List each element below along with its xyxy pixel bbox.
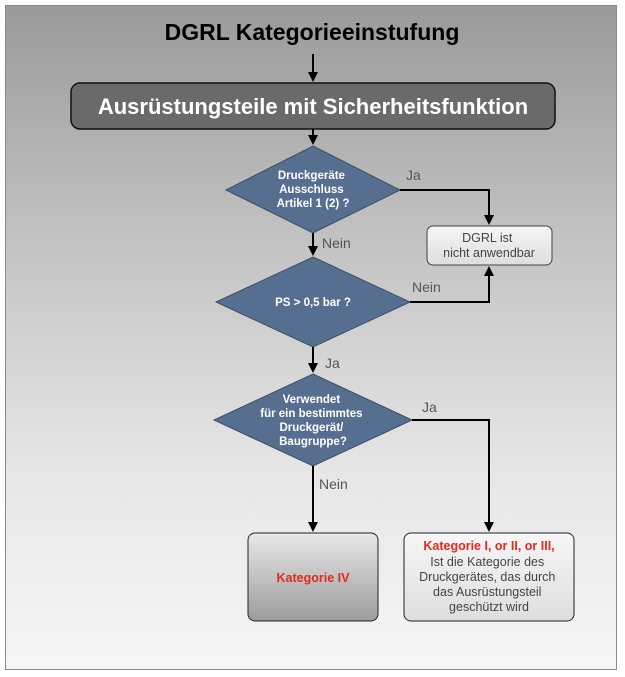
decision3-no-label: Nein	[319, 476, 348, 492]
result-category-lower-line: geschützt wird	[449, 600, 529, 614]
diagram-title: DGRL Kategorieeinstufung	[165, 19, 460, 45]
decision1-line: Ausschluss	[279, 184, 344, 196]
result-not-applicable-label: DGRL ist nicht anwendbar	[443, 231, 535, 260]
start-box-label: Ausrüstungsteile mit Sicherheitsfunktion	[98, 94, 528, 119]
result-category-lower-label: Ist die Kategorie des Druckgerätes, das …	[419, 555, 559, 614]
result-category-iv-box	[247, 532, 379, 622]
decision2-label: PS > 0,5 bar ?	[275, 297, 351, 309]
arrow-decision2-no	[410, 266, 494, 303]
decision3-line: Baugruppe?	[279, 436, 347, 448]
decision1-label: Druckgeräte Ausschluss Artikel 1 (2) ?	[277, 170, 350, 210]
decision1-line: Druckgeräte	[278, 170, 345, 182]
decision3-line: Druckgerät/	[279, 422, 344, 434]
arrow-decision1-yes	[400, 189, 494, 225]
result-category-lower-highlight: Kategorie I, or II, or III,	[423, 539, 554, 553]
result-not-applicable-line: DGRL ist	[462, 231, 513, 245]
decision3-line: für ein bestimmtes	[260, 408, 362, 420]
decision1-no-label: Nein	[322, 235, 351, 251]
result-category-iv-label: Kategorie IV	[277, 571, 351, 585]
result-category-lower-line: Ist die Kategorie des	[430, 555, 544, 569]
decision3-label: Verwendet für ein bestimmtes Druckgerät/…	[260, 394, 365, 448]
decision1-yes-label: Ja	[406, 167, 421, 183]
decision2-yes-label: Ja	[325, 355, 340, 371]
decision1-line: Artikel 1 (2) ?	[277, 198, 350, 210]
result-not-applicable-line: nicht anwendbar	[443, 246, 535, 260]
result-category-lower-line: das Ausrüstungsteil	[433, 585, 541, 599]
result-category-lower-line: Druckgerätes, das durch	[419, 570, 555, 584]
arrow-decision3-yes	[412, 419, 494, 532]
decision3-diamond	[212, 373, 414, 467]
decision2-no-label: Nein	[412, 279, 441, 295]
decision3-yes-label: Ja	[422, 399, 437, 415]
decision3-line: Verwendet	[283, 394, 341, 406]
result-not-applicable-box	[426, 225, 553, 266]
result-category-lower-box	[403, 532, 575, 622]
